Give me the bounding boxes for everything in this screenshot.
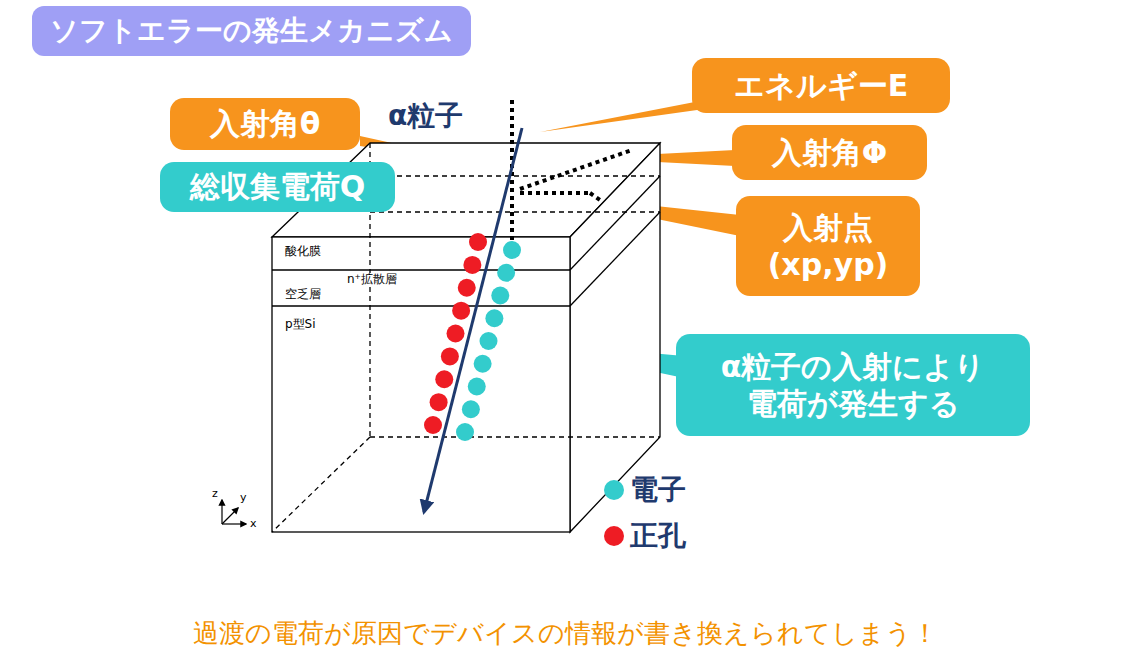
part-label: α粒子 — [388, 100, 463, 132]
callout-text: α粒子の入射により 電荷が発生する — [688, 348, 1018, 423]
angle-guides — [512, 100, 632, 250]
callout-text: エネルギーE — [734, 67, 909, 105]
charge-dots — [424, 233, 521, 441]
callout-box: 入射角Φ — [732, 125, 927, 180]
callout-text: 入射点 (xp,yp) — [748, 209, 908, 284]
title-banner: ソフトエラーの発生メカニズム — [32, 6, 471, 56]
part-label: y — [240, 492, 247, 505]
legend-row: 正孔 — [604, 520, 686, 552]
callout-box: 入射点 (xp,yp) — [736, 196, 920, 296]
callout-box: エネルギーE — [692, 58, 950, 113]
legend-text: 正孔 — [630, 520, 686, 552]
part-label: 空乏層 — [283, 288, 323, 302]
callout-box: 総収集電荷Q — [160, 162, 395, 212]
callout-box: α粒子の入射により 電荷が発生する — [676, 334, 1030, 436]
legend-text: 電子 — [630, 474, 686, 506]
callout-text: 総収集電荷Q — [190, 168, 366, 206]
part-label: n⁺拡散層 — [345, 273, 399, 287]
callout-text: 入射角Φ — [772, 134, 888, 172]
part-label: p型Si — [283, 318, 318, 332]
title-text: ソフトエラーの発生メカニズム — [50, 12, 453, 50]
legend-swatch — [604, 480, 624, 500]
alpha-track — [424, 128, 522, 512]
part-label: x — [250, 518, 257, 531]
part-label: 酸化膜 — [283, 245, 323, 259]
legend-row: 電子 — [604, 474, 686, 506]
part-label: z — [212, 488, 218, 501]
callout-box: 入射角θ — [170, 98, 360, 150]
caption-text: 過渡の電荷が原因でデバイスの情報が書き換えられてしまう！ — [193, 619, 938, 649]
callout-text: 入射角θ — [210, 105, 321, 143]
legend-swatch — [604, 526, 624, 546]
